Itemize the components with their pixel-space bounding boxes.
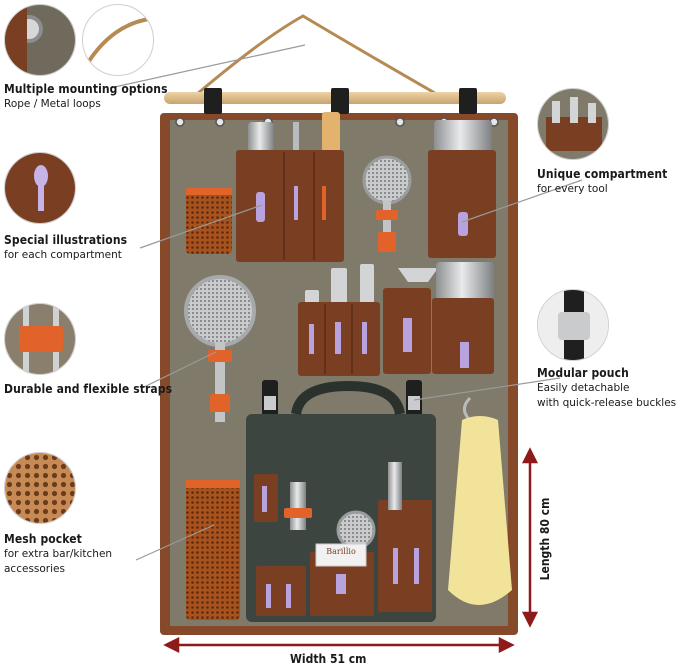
callout-illustrations-subtitle: for each compartment	[4, 249, 122, 261]
callout-compartment-subtitle: for every tool	[537, 183, 608, 195]
leather-sleeve-top	[236, 150, 344, 262]
callout-compartment-title: Unique compartment	[537, 167, 668, 181]
detail-circle-illustration	[4, 152, 76, 224]
callout-mesh-title: Mesh pocket	[4, 532, 82, 546]
detail-circle-metal-loop	[4, 4, 76, 76]
brand-label: Barillio	[326, 547, 356, 556]
callout-mesh-subtitle-2: accessories	[4, 563, 65, 575]
pouch-handle	[291, 380, 405, 416]
detail-circle-compartment	[537, 88, 609, 160]
callout-modular: Modular pouch Easily detachable with qui…	[537, 366, 676, 411]
callout-illustrations-title: Special illustrations	[4, 233, 128, 247]
callout-compartment: Unique compartment for every tool	[537, 167, 667, 197]
muddler	[322, 112, 340, 156]
dowel-straps	[204, 88, 477, 114]
detail-circle-rope	[82, 4, 154, 76]
callout-mesh-subtitle-1: for extra bar/kitchen	[4, 548, 113, 560]
bar-towel	[448, 416, 512, 605]
callout-mounting-title: Multiple mounting options	[4, 82, 168, 96]
mesh-pocket-upper	[186, 190, 232, 254]
hanging-rope	[189, 14, 441, 102]
hawthorne-strainer	[248, 122, 274, 152]
detail-circle-buckle	[537, 289, 609, 361]
fine-mesh-strainer	[184, 275, 256, 347]
unique-compartment-pocket	[428, 150, 496, 258]
callout-straps: Durable and flexible straps	[4, 382, 172, 397]
detail-circle-mesh	[4, 452, 76, 524]
callout-modular-title: Modular pouch	[537, 366, 629, 380]
detail-circle-strap	[4, 303, 76, 375]
callout-illustrations: Special illustrations for each compartme…	[4, 233, 127, 263]
callout-modular-subtitle-1: Easily detachable	[537, 382, 630, 394]
dimension-arrows	[163, 447, 539, 654]
callout-mesh: Mesh pocket for extra bar/kitchen access…	[4, 532, 112, 577]
julep-strainer	[362, 155, 412, 205]
callout-straps-title: Durable and flexible straps	[4, 382, 173, 396]
callout-mounting: Multiple mounting options Rope / Metal l…	[4, 82, 168, 112]
mesh-pocket-lower	[186, 480, 240, 620]
quick-release-buckles	[262, 380, 422, 418]
length-dimension-label: Length 80 cm	[538, 497, 552, 581]
width-dimension-label: Width 51 cm	[290, 652, 367, 666]
callout-modular-subtitle-2: with quick-release buckles	[537, 397, 677, 409]
callout-leader-lines	[109, 44, 583, 561]
callout-mounting-subtitle: Rope / Metal loops	[4, 98, 101, 110]
